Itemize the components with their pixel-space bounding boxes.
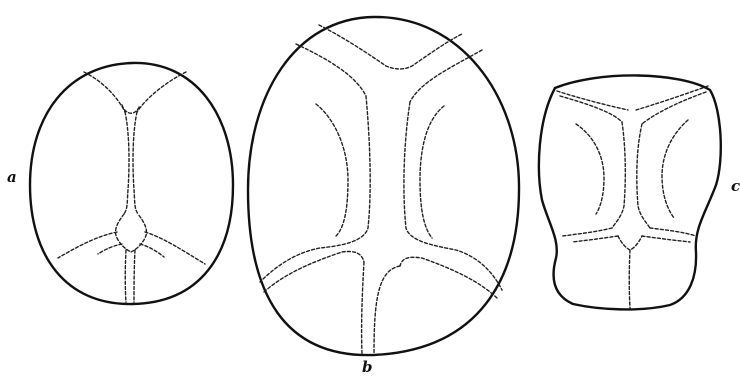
skull-b-suture-stem-left [362,262,364,354]
skull-a-suture-upper-left [84,72,125,112]
skull-c-suture-lower-inner-left [572,236,618,242]
skull-c-suture-top-left [557,91,628,110]
skull-c-suture-stem [629,250,630,308]
skull-a-suture-lower-left [58,232,117,258]
skull-a-suture-stem-left [125,250,126,302]
skull-c-suture-lower-left [562,228,612,236]
skull-b-suture-column-left [260,96,370,282]
skull-c-suture-column-right [637,124,650,228]
skull-drawing-a [30,63,233,304]
skull-a-suture-fontanelle [116,214,147,252]
skull-b-suture-stem-right [374,266,400,354]
skull-b-suture-upper-left [319,25,462,69]
skull-c-suture-lower-right [650,228,696,236]
skull-b-suture-lower-left [264,251,364,292]
skull-b-outline [248,17,519,355]
skull-a-suture-column-right [133,112,138,214]
figure-label-a: a [7,170,17,185]
skull-c-suture-top-left-2 [560,96,622,122]
skull-a-suture-column-left [124,112,129,214]
skull-drawing-c [539,75,721,309]
skull-a-suture-lower-right [145,232,205,264]
skull-c-outline [539,75,721,309]
skull-a-suture-lower-inner-right [140,244,164,257]
skull-c-suture-column-left [612,122,625,228]
skull-a-outline [30,63,233,304]
skull-b-suture-inner-loop-left [316,104,348,236]
skull-drawing-b [248,17,519,355]
skull-c-suture-loop-left [576,124,604,214]
figure-label-b: b [362,360,373,375]
figure-label-c: c [731,179,740,194]
skull-c-suture-lower-inner-right [642,236,690,242]
skull-b-suture-inner-loop-right [420,106,444,238]
skull-a-suture-stem-right [134,250,135,302]
skull-b-suture-lower-right [400,257,497,298]
skull-b-suture-upper-left-inner [296,44,366,96]
skull-a-suture-lower-inner-left [98,244,122,254]
skull-a-suture-upper-right [137,72,186,112]
skull-c-suture-loop-right [662,120,688,218]
skull-c-suture-top-right-2 [642,92,706,124]
skull-b-suture-column-right [404,102,502,290]
skull-c-suture-cross [618,236,642,250]
